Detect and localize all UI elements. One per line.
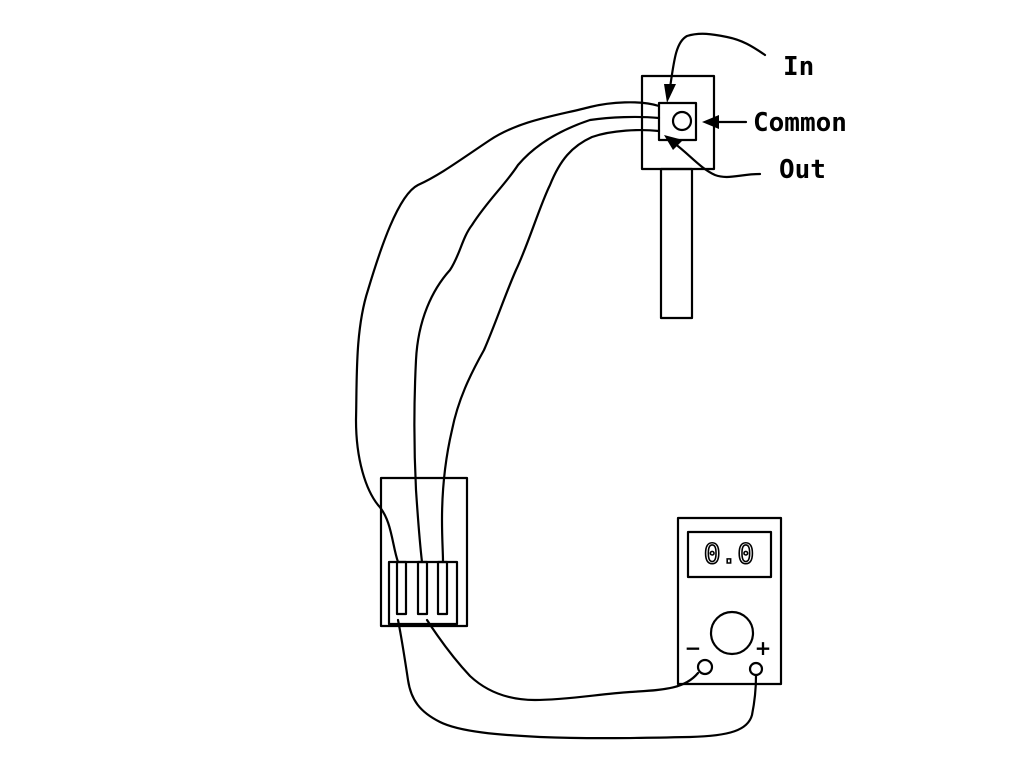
label-out: Out bbox=[779, 155, 826, 185]
pointer-out-arrowhead bbox=[664, 135, 683, 150]
pointer-in-line bbox=[668, 32, 767, 90]
pointer-out-line bbox=[672, 141, 762, 179]
wire-common bbox=[413, 115, 661, 564]
label-in-group: In bbox=[664, 32, 814, 103]
sensor-wires bbox=[354, 101, 661, 564]
sensor-shaft bbox=[659, 167, 694, 320]
multimeter-body bbox=[676, 516, 783, 686]
wire-out bbox=[440, 129, 661, 564]
wire-in bbox=[354, 101, 661, 564]
wire-to-positive bbox=[396, 618, 758, 740]
pointer-common-arrowhead bbox=[702, 115, 719, 129]
connector-pin-1 bbox=[395, 560, 408, 616]
label-common-group: Common bbox=[702, 108, 847, 138]
multimeter-reading: 0.0 bbox=[704, 537, 755, 570]
label-common: Common bbox=[753, 108, 847, 138]
pointer-in-arrowhead bbox=[664, 84, 676, 103]
label-in: In bbox=[783, 52, 814, 82]
meter-wires bbox=[396, 618, 758, 740]
connector-housing bbox=[379, 476, 469, 628]
label-out-group: Out bbox=[664, 135, 826, 185]
connector-block bbox=[379, 476, 469, 628]
multimeter-dial bbox=[709, 610, 755, 656]
connector-pin-2 bbox=[416, 560, 429, 616]
connector-pin-3 bbox=[436, 560, 449, 616]
multimeter-negative-label: − bbox=[685, 636, 702, 660]
multimeter: 0.0 − + bbox=[676, 516, 783, 686]
multimeter-positive-label: + bbox=[755, 636, 772, 660]
wire-to-negative bbox=[425, 618, 700, 702]
sensor-housing bbox=[640, 74, 716, 171]
multimeter-display bbox=[686, 530, 773, 579]
multimeter-positive-terminal bbox=[748, 661, 764, 677]
multimeter-negative-terminal bbox=[696, 658, 714, 676]
sensor-assembly bbox=[640, 74, 716, 320]
sensor-knob bbox=[671, 110, 693, 132]
